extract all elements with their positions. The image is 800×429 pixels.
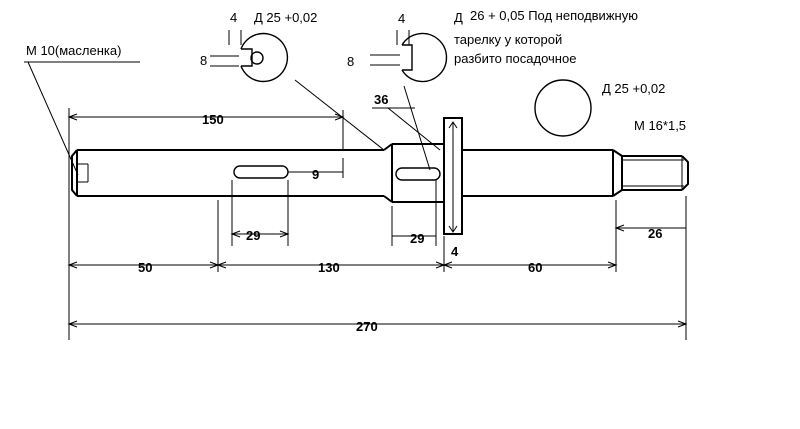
oiler-callout: М 10(масленка) bbox=[24, 43, 441, 176]
dim-9: 9 bbox=[312, 167, 319, 182]
top-mid-tolerance-label: 26 + 0,05 Под неподвижную bbox=[470, 8, 638, 23]
dim-29-second: 29 bbox=[410, 231, 424, 246]
top-mid-note-line3: разбито посадочное bbox=[454, 51, 576, 66]
top-mid-depth-label: 8 bbox=[347, 54, 354, 69]
dimensions: 150 36 9 29 29 4 26 50 130 bbox=[67, 92, 688, 340]
right-diameter-label: Д 25 +0,02 bbox=[602, 81, 665, 96]
top-mid-width-label: 4 bbox=[398, 11, 405, 26]
dim-4-flange: 4 bbox=[451, 244, 459, 259]
section-view-right: Д 25 +0,02 М 16*1,5 bbox=[534, 79, 686, 137]
top-left-diameter-label: Д 25 +0,02 bbox=[254, 10, 317, 25]
dim-60: 60 bbox=[528, 260, 542, 275]
dim-150: 150 bbox=[202, 112, 224, 127]
top-mid-d-label: Д bbox=[454, 10, 463, 25]
top-left-width-label: 4 bbox=[230, 10, 237, 25]
thread-label: М 16*1,5 bbox=[634, 118, 686, 133]
top-mid-note-line2: тарелку у которой bbox=[454, 32, 562, 47]
section-view-left: 4 8 Д 25 +0,02 bbox=[200, 10, 317, 83]
dim-270: 270 bbox=[356, 319, 378, 334]
section-view-middle: 4 8 Д 26 + 0,05 Под неподвижную тарелку … bbox=[347, 8, 638, 83]
shaft-body bbox=[71, 117, 689, 235]
top-left-depth-label: 8 bbox=[200, 53, 207, 68]
dim-50: 50 bbox=[138, 260, 152, 275]
dim-36: 36 bbox=[374, 92, 388, 107]
dim-26: 26 bbox=[648, 226, 662, 241]
oiler-label: М 10(масленка) bbox=[26, 43, 121, 58]
dim-130: 130 bbox=[318, 260, 340, 275]
dim-29-first: 29 bbox=[246, 228, 260, 243]
